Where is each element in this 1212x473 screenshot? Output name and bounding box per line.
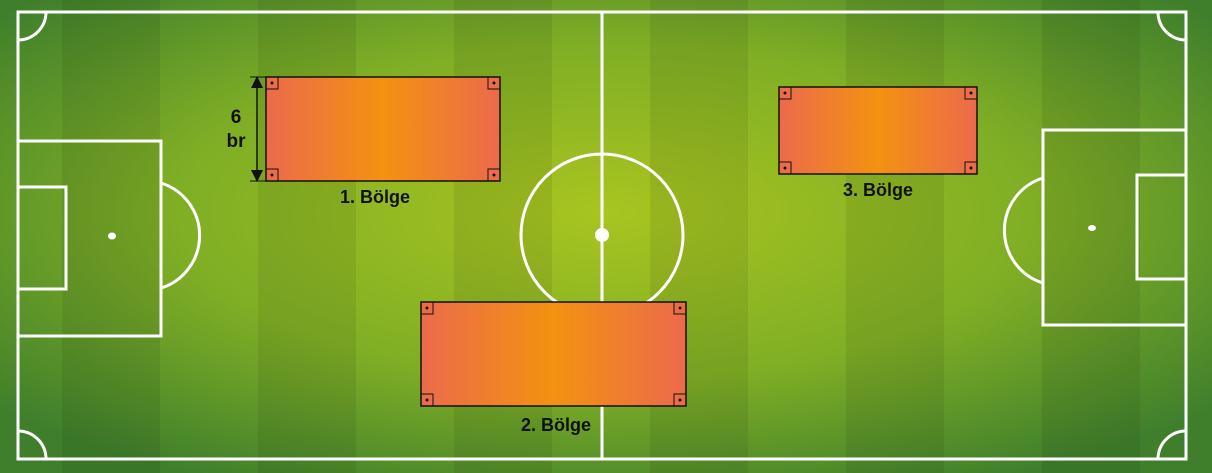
right-penalty-spot xyxy=(1088,225,1096,231)
dimension-value: 6 xyxy=(231,107,242,128)
zone-2-rect xyxy=(421,302,686,406)
zone-1-rect xyxy=(266,77,500,181)
zone-2-label: 2. Bölge xyxy=(521,415,591,435)
zone-1-label: 1. Bölge xyxy=(340,187,410,207)
dimension-unit: br xyxy=(227,131,247,152)
left-penalty-spot xyxy=(108,233,116,240)
zone-3-label: 3. Bölge xyxy=(843,180,913,200)
center-spot xyxy=(595,228,609,242)
zone-3-rect xyxy=(779,87,977,174)
